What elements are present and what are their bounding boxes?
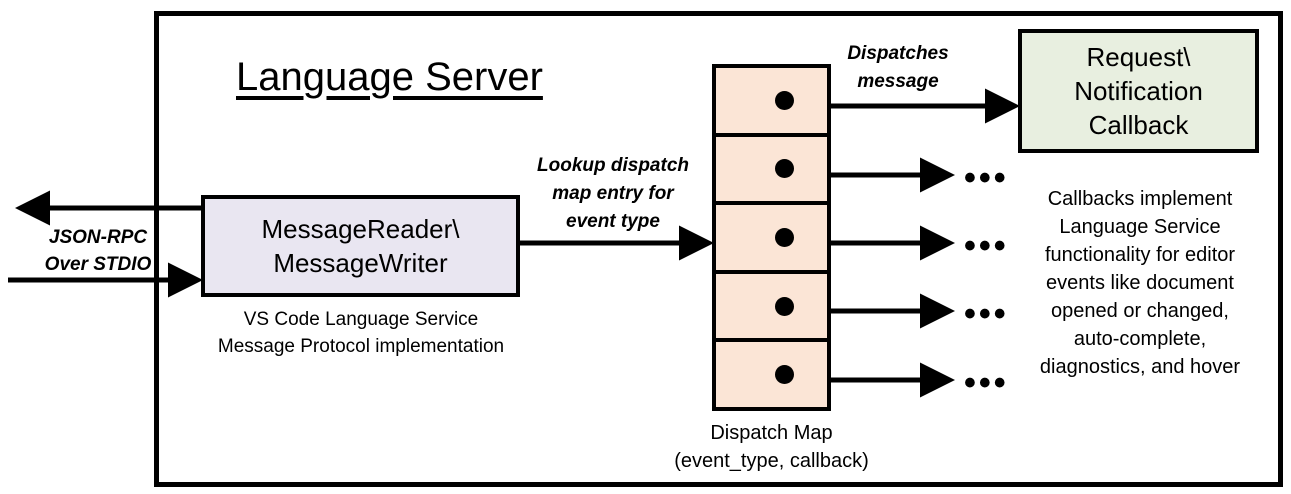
ellipsis-row-4: ••• <box>964 295 1009 333</box>
callback-box-caption: Callbacks implement Language Service fun… <box>1009 185 1271 381</box>
dispatch-map-row[interactable] <box>716 205 827 274</box>
lookup-label-line1: Lookup dispatch <box>537 155 689 176</box>
callback-box-line3: Callback <box>1088 110 1189 140</box>
message-box-line1: MessageReader\ <box>261 214 460 244</box>
ellipsis-row-5: ••• <box>964 364 1009 402</box>
message-caption-line2: Message Protocol implementation <box>217 336 505 357</box>
callback-caption-line2: Language Service <box>1059 216 1221 238</box>
dispatches-label-line2: message <box>857 71 939 92</box>
dispatch-entry-dot-icon <box>774 90 794 110</box>
callback-box-text: Request\ Notification Callback <box>1074 40 1203 142</box>
ellipsis-row-2: ••• <box>964 159 1009 197</box>
ellipsis-row-3: ••• <box>964 227 1009 265</box>
dispatch-entry-dot-icon <box>774 365 794 385</box>
request-notification-callback-box[interactable]: Request\ Notification Callback <box>1018 29 1259 153</box>
callback-caption-line4: events like document <box>1046 272 1234 294</box>
dispatch-entry-dot-icon <box>774 296 794 316</box>
callback-caption-line3: functionality for editor <box>1044 244 1236 266</box>
dispatch-entry-dot-icon <box>774 227 794 247</box>
dispatches-label-line1: Dispatches <box>847 43 949 64</box>
callback-caption-line5: opened or changed, <box>1051 300 1229 322</box>
lookup-label-line2: map entry for <box>552 183 674 204</box>
message-reader-writer-text: MessageReader\ MessageWriter <box>262 212 460 280</box>
message-box-caption: VS Code Language Service Message Protoco… <box>185 306 537 360</box>
callback-caption-line1: Callbacks implement <box>1047 188 1233 210</box>
lookup-label-line3: event type <box>566 211 660 232</box>
callback-box-line1: Request\ <box>1086 42 1191 72</box>
lookup-dispatch-label: Lookup dispatch map entry for event type <box>518 152 708 236</box>
message-caption-line1: VS Code Language Service <box>243 309 479 330</box>
dispatch-map-table[interactable] <box>712 64 831 411</box>
dispatch-map-caption: Dispatch Map (event_type, callback) <box>645 419 898 475</box>
message-reader-writer-box[interactable]: MessageReader\ MessageWriter <box>201 195 520 297</box>
jsonrpc-label-line2: Over STDIO <box>44 254 152 275</box>
language-server-boundary <box>154 11 1283 487</box>
dispatch-caption-line1: Dispatch Map <box>710 422 833 444</box>
dispatch-caption-line2: (event_type, callback) <box>674 450 869 472</box>
page-title: Language Server <box>236 55 543 99</box>
dispatch-entry-dot-icon <box>774 159 794 179</box>
dispatch-map-row[interactable] <box>716 68 827 137</box>
dispatches-message-label: Dispatches message <box>833 40 963 96</box>
callback-box-line2: Notification <box>1074 76 1203 106</box>
message-box-line2: MessageWriter <box>273 248 448 278</box>
dispatch-map-row[interactable] <box>716 274 827 343</box>
callback-caption-line6: auto-complete, <box>1073 328 1207 350</box>
callback-caption-line7: diagnostics, and hover <box>1039 356 1241 378</box>
dispatch-map-row[interactable] <box>716 137 827 206</box>
jsonrpc-transport-label: JSON-RPC Over STDIO <box>26 224 170 278</box>
dispatch-map-row[interactable] <box>716 342 827 407</box>
jsonrpc-label-line1: JSON-RPC <box>48 227 148 248</box>
